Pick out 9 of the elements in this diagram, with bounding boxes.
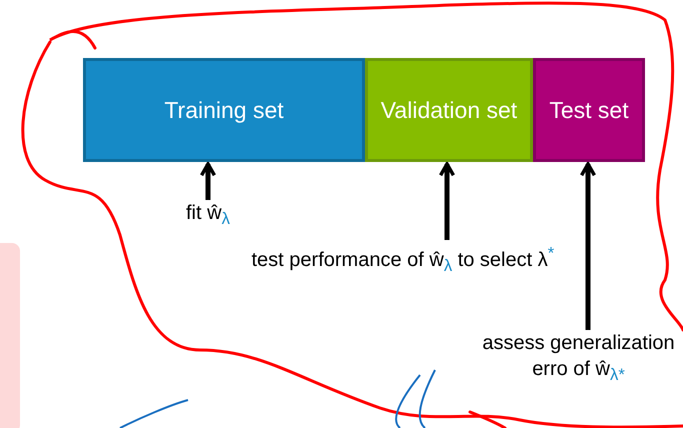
test-set-block: Test set — [533, 58, 645, 162]
annotation-text: fit ŵ$_{λ}$ — [186, 200, 230, 232]
arrow — [580, 162, 596, 330]
annotation-text: assess generalization erro of ŵ$_{λ*}$ — [474, 330, 683, 388]
arrow — [200, 162, 216, 200]
training-set-block: Training set — [83, 58, 365, 162]
annotation-text: test performance of ŵ$_{λ}$ to select λ$^{*}$ — [252, 240, 554, 279]
validation-set-block: Validation set — [365, 58, 533, 162]
arrow — [438, 162, 456, 240]
